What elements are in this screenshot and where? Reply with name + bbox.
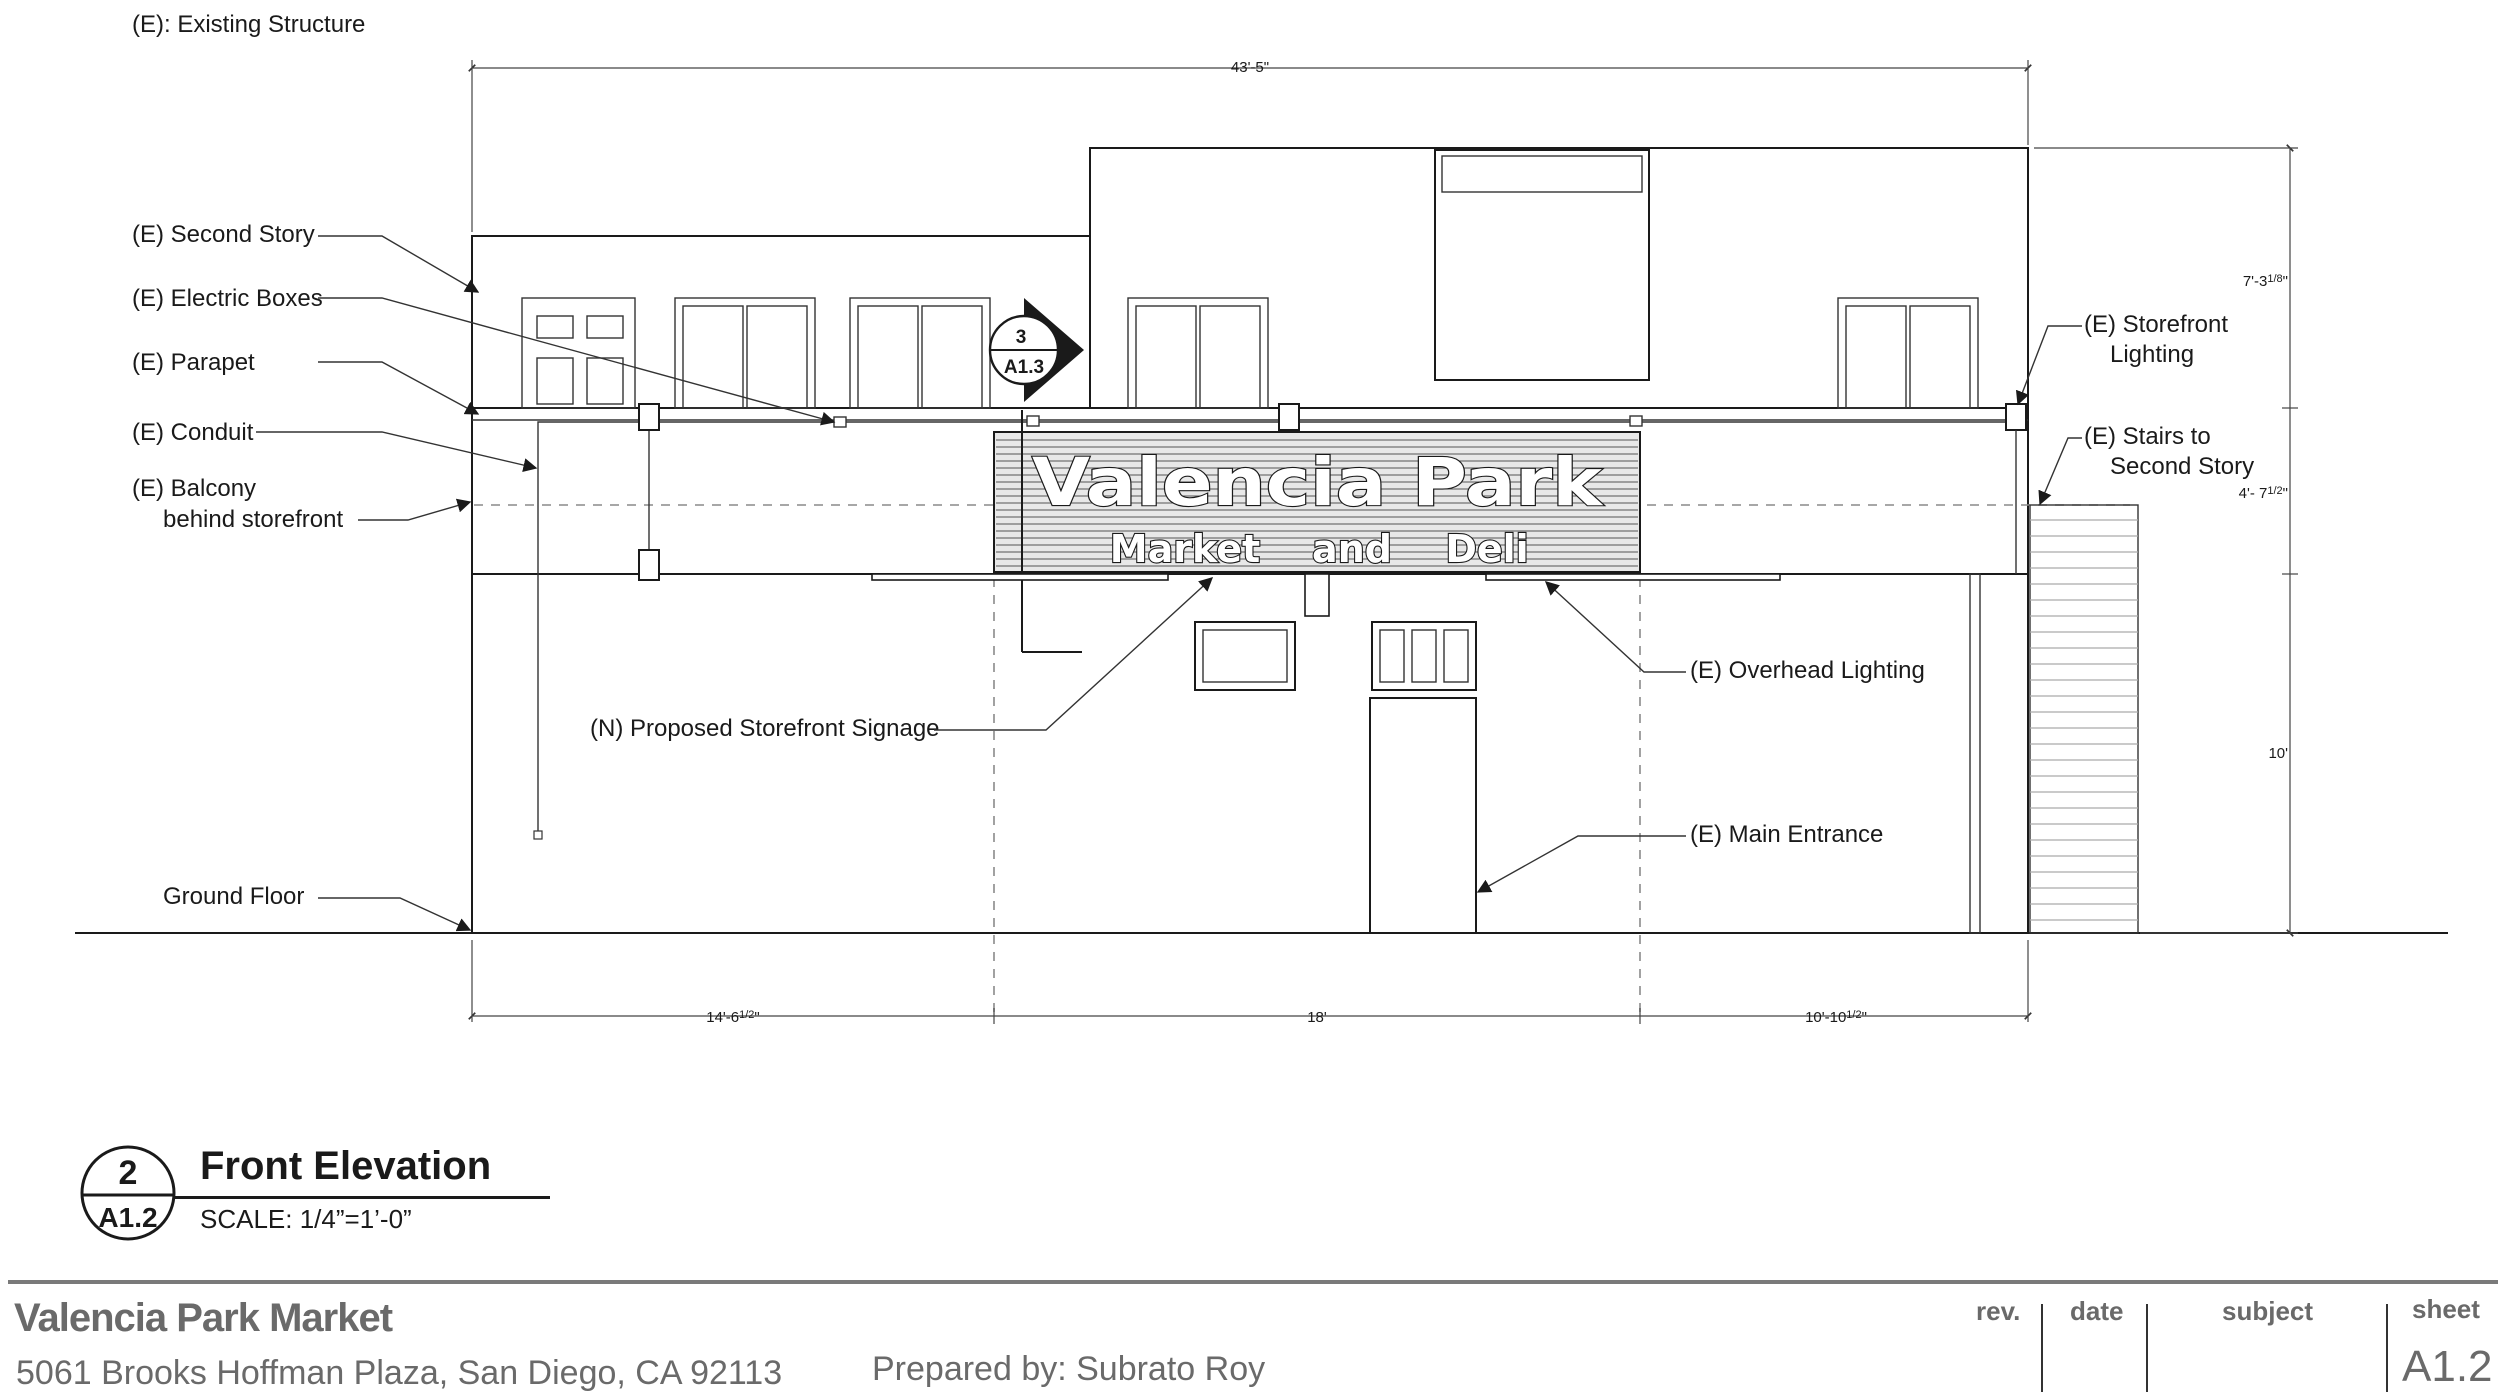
sheet-number: A1.2 <box>2402 1342 2493 1391</box>
dim-overall-width: 43'-5" <box>1231 59 1269 76</box>
title-block: Valencia Park Market 5061 Brooks Hoffman… <box>0 1280 2500 1392</box>
dim-ground-floor: 10' <box>2268 745 2288 762</box>
dim-left-bay: 14'-61/2" <box>706 1009 760 1026</box>
callout-storefront-lighting-2: Lighting <box>2110 341 2194 368</box>
view-marker-icon: 2 A1.2 <box>80 1145 176 1241</box>
building-outline <box>75 147 2448 1020</box>
callout-stairs-1: (E) Stairs to <box>2084 423 2211 450</box>
electric-box <box>638 549 660 581</box>
ground-floor-openings <box>1194 573 1981 934</box>
callout-main-entrance: (E) Main Entrance <box>1690 821 1883 848</box>
sign-line-2-market: Market <box>1110 527 1260 571</box>
subject-label: subject <box>2222 1296 2314 1326</box>
electric-box <box>638 403 660 431</box>
electric-box <box>2005 403 2027 431</box>
project-name: Valencia Park Market <box>14 1296 393 1340</box>
storefront-window <box>1194 621 1296 691</box>
callout-second-story: (E) Second Story <box>132 221 315 248</box>
view-title: Front Elevation <box>200 1144 492 1188</box>
sign-line-1: Valencia Park <box>1032 444 1604 521</box>
storefront-sign: Valencia Park Market and Deli <box>993 410 1641 653</box>
ground-floor-wall <box>471 573 2029 934</box>
section-marker-sheet: A1.3 <box>1004 357 1044 378</box>
view-scale: SCALE: 1/4”=1’-0” <box>200 1204 412 1234</box>
dim-parapet: 4'- 71/2" <box>2239 485 2288 502</box>
project-address: 5061 Brooks Hoffman Plaza, San Diego, CA… <box>16 1354 783 1392</box>
second-story-windows <box>521 297 1979 409</box>
date-label: date <box>2070 1296 2124 1326</box>
rev-label: rev. <box>1976 1296 2021 1326</box>
section-marker: 3 A1.3 <box>988 298 1084 402</box>
callout-balcony-1: (E) Balcony <box>132 475 256 502</box>
conduit-system <box>533 403 2027 840</box>
dim-right-bay: 10'-101/2" <box>1805 1009 1867 1026</box>
main-entrance-door <box>1369 697 1477 934</box>
callouts-right: (E) Storefront Lighting (E) Stairs to Se… <box>590 311 2254 893</box>
overhead-lighting <box>871 573 1781 617</box>
callout-stairs-2: Second Story <box>2110 453 2254 480</box>
callout-electric-boxes: (E) Electric Boxes <box>132 285 323 312</box>
sign-line-2-and: and <box>1312 527 1392 571</box>
callout-ground-floor: Ground Floor <box>163 883 304 910</box>
callout-conduit: (E) Conduit <box>132 419 254 446</box>
dim-second-story: 7'-31/8" <box>2243 273 2288 290</box>
electric-box <box>1278 403 1300 431</box>
dimension-lines: 43'-5" 14'-61/2" 18' 10'-101/2" 7'-31/8"… <box>468 59 2298 1026</box>
callout-overhead-lighting: (E) Overhead Lighting <box>1690 657 1925 684</box>
stairs <box>2029 504 2139 934</box>
section-marker-number: 3 <box>1016 327 1027 348</box>
callout-balcony-2: behind storefront <box>163 506 343 533</box>
legend-text: (E): Existing Structure <box>132 11 365 38</box>
second-story-left <box>471 235 1091 408</box>
prepared-by: Prepared by: Subrato Roy <box>872 1350 1266 1388</box>
rooftop-element <box>1434 149 1650 381</box>
sheet-label: sheet <box>2412 1294 2480 1324</box>
sign-line-2-deli: Deli <box>1445 527 1528 571</box>
callout-parapet: (E) Parapet <box>132 349 255 376</box>
callout-storefront-lighting-1: (E) Storefront <box>2084 311 2228 338</box>
view-title-block: 2 A1.2 Front Elevation SCALE: 1/4”=1’-0” <box>78 1138 558 1248</box>
view-sheet: A1.2 <box>98 1202 157 1233</box>
callout-proposed-signage: (N) Proposed Storefront Signage <box>590 715 940 742</box>
dim-center-bay: 18' <box>1307 1009 1327 1026</box>
callouts-left: (E) Second Story (E) Electric Boxes (E) … <box>132 221 836 932</box>
second-story-right <box>1089 147 2029 408</box>
transom-window <box>1371 621 1477 691</box>
view-number: 2 <box>119 1154 138 1192</box>
